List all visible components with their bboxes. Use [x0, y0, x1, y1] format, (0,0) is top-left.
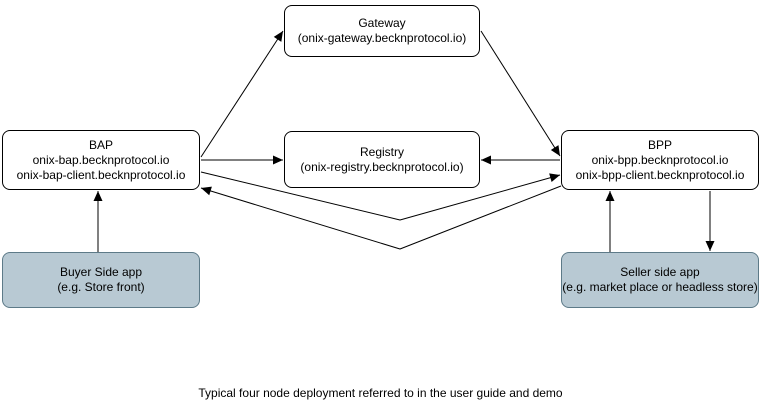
node-bpp-url-1: onix-bpp.becknprotocol.io: [591, 152, 729, 167]
node-gateway-url: (onix-gateway.becknprotocol.io): [297, 31, 467, 45]
node-bpp-title: BPP: [647, 137, 672, 152]
node-bap: BAP onix-bap.becknprotocol.io onix-bap-c…: [2, 130, 200, 190]
node-registry-title: Registry: [359, 144, 404, 159]
arrow-bap-to-bpp: [200, 171, 561, 221]
node-gateway-title: Gateway: [358, 16, 406, 30]
node-buyer-app-subtitle: (e.g. Store front): [57, 280, 145, 294]
node-seller-app-subtitle: (e.g. market place or headless store): [562, 280, 758, 294]
node-bpp-url-2: onix-bpp-client.becknprotocol.io: [575, 167, 745, 182]
node-bpp: BPP onix-bpp.becknprotocol.io onix-bpp-c…: [561, 130, 759, 190]
node-registry: Registry (onix-registry.becknprotocol.io…: [284, 131, 480, 188]
node-gateway: Gateway (onix-gateway.becknprotocol.io): [284, 5, 480, 57]
arrow-gateway-to-bpp: [480, 30, 561, 157]
node-registry-url: (onix-registry.becknprotocol.io): [300, 159, 464, 174]
diagram-caption: Typical four node deployment referred to…: [198, 386, 563, 400]
node-bap-url-1: onix-bap.becknprotocol.io: [32, 152, 170, 167]
node-bap-title: BAP: [88, 137, 113, 152]
node-bap-url-2: onix-bap-client.becknprotocol.io: [16, 167, 186, 182]
node-buyer-side-app: Buyer Side app (e.g. Store front): [2, 252, 200, 308]
arrow-bap-to-gateway: [200, 30, 284, 158]
node-buyer-app-title: Buyer Side app: [59, 265, 143, 279]
node-seller-side-app: Seller side app (e.g. market place or he…: [561, 252, 759, 308]
node-seller-app-title: Seller side app: [620, 265, 700, 279]
arrow-bpp-to-bap: [200, 185, 562, 250]
